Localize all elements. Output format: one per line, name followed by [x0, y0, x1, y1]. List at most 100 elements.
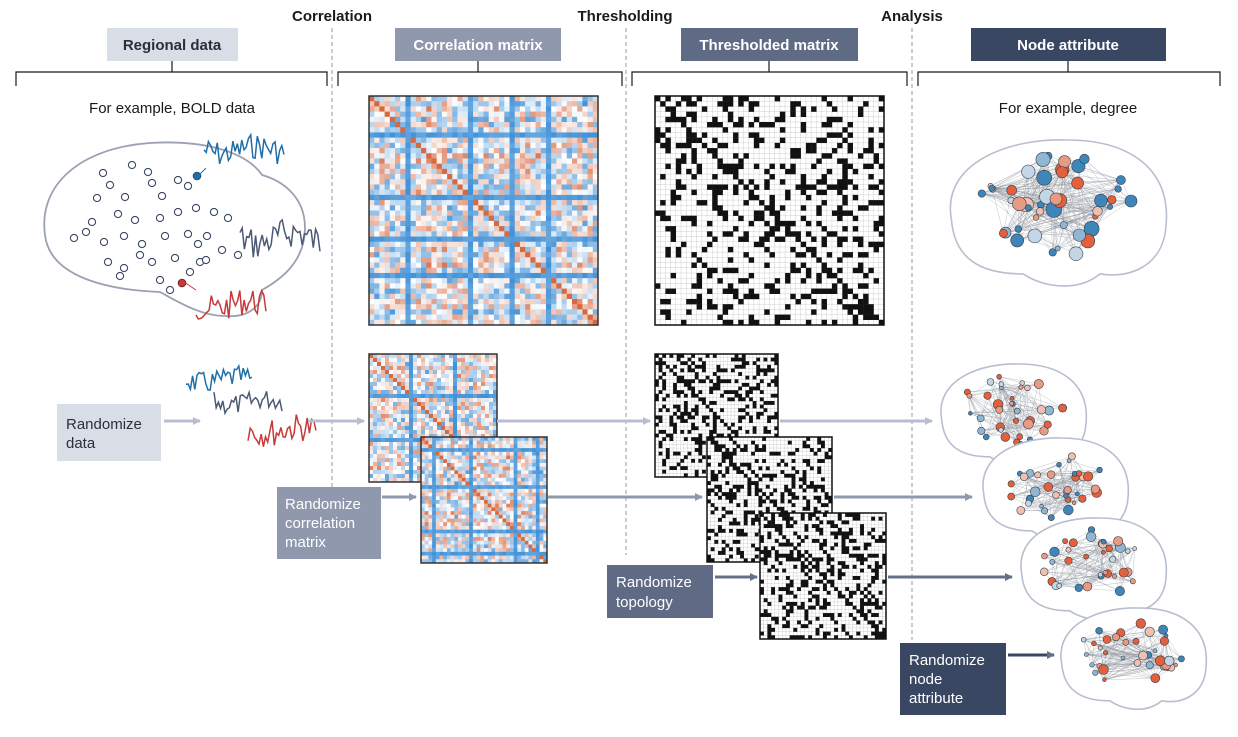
correlation-cell — [401, 366, 406, 371]
correlation-cell — [535, 455, 540, 460]
correlation-cell — [421, 163, 427, 170]
correlation-cell — [439, 500, 444, 505]
correlation-cell — [458, 485, 463, 490]
correlation-cell — [465, 459, 470, 464]
correlation-cell — [457, 215, 463, 222]
correlation-cell — [373, 450, 378, 455]
correlation-cell — [498, 459, 503, 464]
correlation-cell — [405, 394, 410, 399]
edge-cell — [738, 179, 744, 185]
correlation-cell — [498, 503, 503, 508]
correlation-cell — [435, 518, 440, 523]
correlation-cell — [449, 370, 454, 375]
correlation-cell — [428, 537, 433, 542]
correlation-cell — [467, 267, 474, 274]
edge-cell — [670, 200, 677, 206]
correlation-cell — [421, 448, 426, 453]
correlation-cell — [528, 488, 533, 493]
correlation-cell — [519, 153, 526, 159]
correlation-cell — [428, 485, 433, 490]
edge-cell — [727, 246, 734, 253]
correlation-cell — [487, 477, 492, 482]
correlation-cell — [381, 430, 386, 435]
correlation-cell — [504, 215, 510, 222]
edge-cell — [764, 246, 770, 253]
correlation-cell — [400, 262, 406, 269]
correlation-cell — [436, 231, 443, 237]
correlation-cell — [545, 148, 552, 154]
correlation-cell — [384, 174, 391, 180]
correlation-cell — [445, 406, 450, 411]
edge-cell — [686, 137, 692, 144]
correlation-cell — [436, 283, 443, 289]
correlation-cell — [439, 551, 444, 556]
edge-cell — [816, 189, 822, 196]
correlation-cell — [431, 319, 437, 326]
correlation-cell — [421, 406, 426, 411]
correlation-cell — [369, 241, 375, 248]
correlation-cell — [462, 267, 469, 274]
brain-region-node — [92, 193, 102, 203]
correlation-cell — [449, 374, 454, 379]
correlation-cell — [517, 522, 522, 527]
correlation-cell — [473, 148, 479, 154]
correlation-cell — [551, 122, 557, 128]
correlation-cell — [467, 101, 474, 107]
edge-cell — [727, 267, 734, 274]
edge-cell — [852, 168, 859, 175]
correlation-cell — [443, 559, 448, 564]
correlation-cell — [384, 210, 391, 216]
correlation-cell — [450, 533, 455, 538]
correlation-cell — [441, 122, 448, 128]
correlation-cell — [405, 418, 410, 423]
correlation-cell — [478, 122, 484, 128]
brain-region-node-blue — [192, 171, 202, 181]
correlation-cell — [514, 272, 521, 279]
correlation-cell — [509, 142, 516, 149]
correlation-cell — [458, 511, 463, 516]
correlation-cell — [525, 241, 531, 248]
correlation-cell — [478, 168, 484, 175]
correlation-cell — [462, 174, 469, 180]
correlation-cell — [517, 496, 522, 501]
edge-cell — [878, 241, 885, 248]
correlation-cell — [374, 288, 380, 295]
correlation-cell — [421, 390, 426, 395]
correlation-cell — [577, 283, 583, 289]
correlation-cell — [467, 153, 474, 159]
correlation-cell — [369, 205, 375, 211]
correlation-cell — [493, 226, 500, 232]
edge-cell — [800, 278, 807, 284]
correlation-cell — [369, 374, 374, 379]
correlation-cell — [439, 470, 444, 475]
correlation-cell — [441, 163, 448, 170]
correlation-cell — [457, 231, 463, 237]
correlation-cell — [561, 278, 568, 284]
correlation-cell — [473, 205, 479, 211]
correlation-cell — [577, 272, 583, 279]
correlation-cell — [499, 189, 505, 196]
correlation-cell — [571, 272, 578, 279]
correlation-cell — [587, 252, 594, 258]
correlation-cell — [483, 293, 489, 300]
correlation-cell — [454, 440, 459, 445]
correlation-cell — [381, 414, 386, 419]
correlation-cell — [587, 127, 594, 133]
edge-cell — [842, 304, 848, 310]
edge-cell — [687, 368, 692, 373]
correlation-cell — [577, 220, 583, 227]
correlation-cell — [373, 354, 378, 359]
correlation-cell — [556, 283, 562, 289]
correlation-cell — [424, 537, 429, 542]
correlation-cell — [545, 241, 552, 248]
edge-cell — [863, 309, 869, 315]
correlation-cell — [506, 551, 511, 556]
correlation-cell — [410, 226, 417, 232]
correlation-cell — [462, 137, 469, 144]
correlation-cell — [381, 426, 386, 431]
correlation-cell — [424, 500, 429, 505]
edge-cell — [722, 127, 729, 133]
correlation-cell — [462, 132, 469, 138]
correlation-cell — [424, 529, 429, 534]
correlation-cell — [461, 358, 466, 363]
